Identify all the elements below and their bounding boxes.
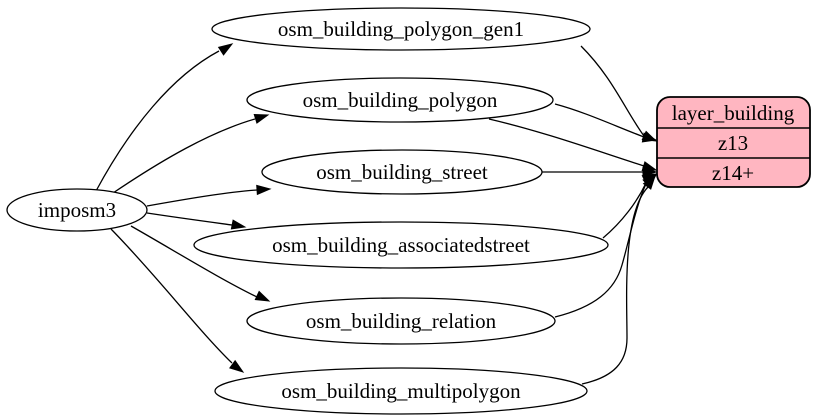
edge-polygon-gen1-to-z13: [580, 45, 645, 137]
node-osm-building-street: osm_building_street: [261, 149, 543, 195]
arrowhead-icon: [642, 174, 656, 190]
edge-associatedstreet-to-z14plus: [602, 182, 647, 239]
node-label: osm_building_associatedstreet: [272, 233, 530, 257]
node-shape: [214, 367, 588, 415]
edge-group-imposm3-fanout: [95, 43, 272, 373]
arrowhead-icon: [256, 184, 272, 196]
node-osm-building-multipolygon: osm_building_multipolygon: [214, 367, 588, 415]
node-shape: [261, 149, 543, 195]
arrowhead-icon: [254, 290, 271, 302]
node-imposm3-label: imposm3: [38, 198, 116, 222]
arrowhead-icon: [217, 43, 234, 56]
node-shape: [246, 77, 554, 123]
arrowhead-icon: [229, 359, 245, 373]
arrowhead-icon: [230, 219, 247, 230]
node-osm-building-associatedstreet: osm_building_associatedstreet: [193, 221, 609, 269]
node-label: osm_building_polygon: [303, 88, 498, 112]
node-imposm3-shape: [6, 188, 148, 232]
arrowhead-icon: [641, 132, 658, 143]
arrowhead-icon: [642, 166, 658, 178]
edge-imposm3-to-polygon: [112, 118, 256, 194]
node-osm-building-polygon: osm_building_polygon: [246, 77, 554, 123]
node-label: osm_building_multipolygon: [281, 379, 521, 403]
edge-polygon-to-z13: [554, 103, 645, 138]
node-label: osm_building_relation: [306, 309, 497, 333]
node-shape: [211, 7, 591, 51]
layer-building-title: layer_building: [672, 101, 795, 125]
node-shape: [193, 221, 609, 269]
node-label: osm_building_polygon_gen1: [278, 17, 524, 41]
edge-polygon-to-z14plus: [488, 118, 645, 167]
node-imposm3: imposm3: [6, 188, 148, 232]
arrowhead-icon: [253, 113, 270, 124]
edge-imposm3-to-polygon-gen1: [95, 50, 220, 192]
layer-building-row-z14plus: z14+: [712, 161, 754, 185]
node-label: osm_building_street: [316, 160, 488, 184]
layer-building-row-z13: z13: [718, 131, 748, 155]
edge-relation-to-z14plus: [554, 183, 647, 318]
node-osm-building-polygon-gen1: osm_building_polygon_gen1: [211, 7, 591, 51]
edge-imposm3-to-relation: [130, 225, 258, 298]
layer-building-box: [656, 96, 811, 188]
node-osm-building-relation: osm_building_relation: [246, 297, 556, 345]
edge-imposm3-to-street: [146, 189, 258, 207]
edge-multipolygon-to-z14plus: [581, 186, 649, 385]
node-layer-building: layer_building z13 z14+: [656, 96, 811, 188]
edge-imposm3-to-associatedstreet: [146, 212, 233, 226]
edge-imposm3-to-multipolygon: [110, 228, 233, 364]
edge-group-layer-fanin: [488, 45, 658, 385]
node-shape: [246, 297, 556, 345]
